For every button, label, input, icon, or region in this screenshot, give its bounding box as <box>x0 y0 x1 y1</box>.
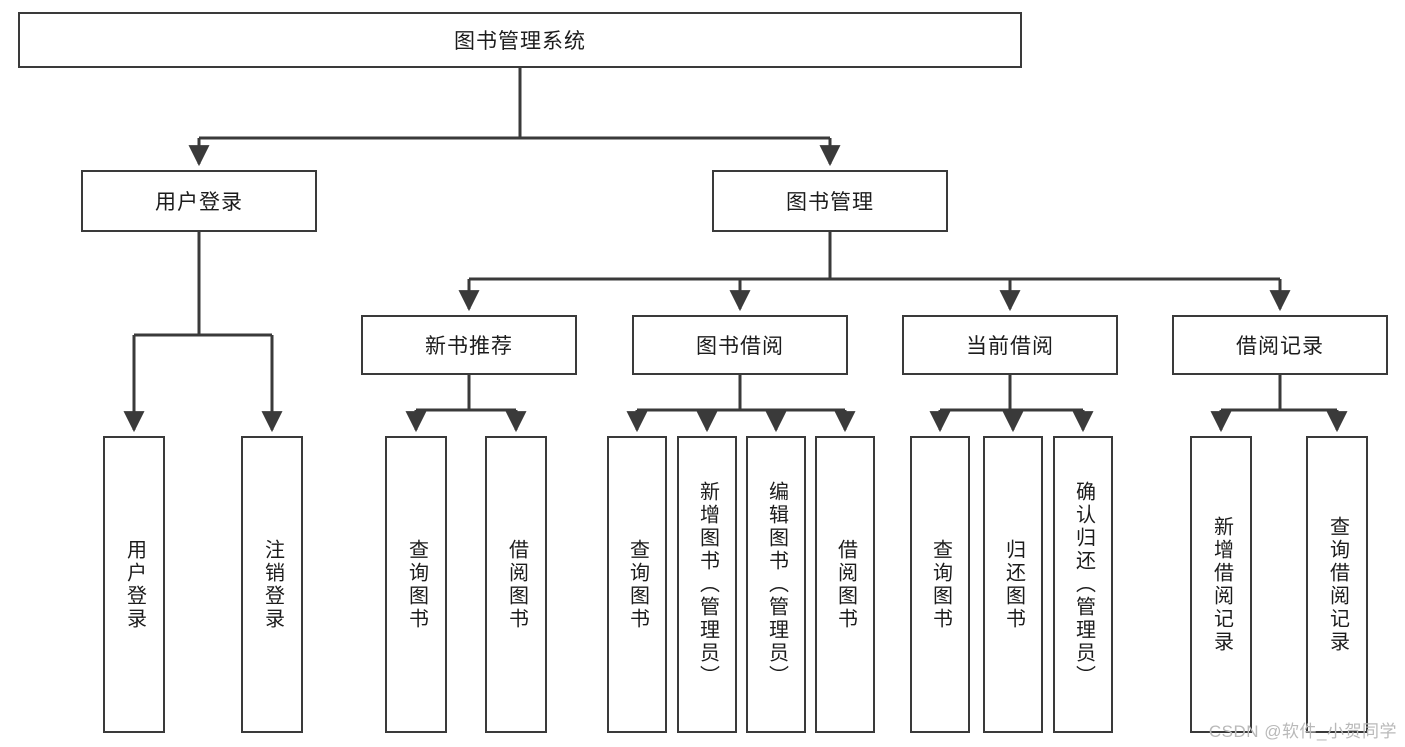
node-leaf-user-logout-label: 注销登录 <box>261 538 284 631</box>
node-leaf-borrow-add-book-label: 新增图书（管理员） <box>696 481 719 688</box>
node-leaf-user-logout[interactable]: 注销登录 <box>241 436 303 733</box>
node-new-book-rec[interactable]: 新书推荐 <box>361 315 577 375</box>
node-leaf-cur-return-book[interactable]: 归还图书 <box>983 436 1043 733</box>
node-book-manage-label: 图书管理 <box>786 191 874 214</box>
node-user-login-label: 用户登录 <box>155 191 243 214</box>
node-user-login[interactable]: 用户登录 <box>81 170 317 232</box>
node-leaf-borrow-lend-book[interactable]: 借阅图书 <box>815 436 875 733</box>
node-leaf-cur-query-book-label: 查询图书 <box>929 538 952 631</box>
node-leaf-user-login-label: 用户登录 <box>123 538 146 631</box>
node-current-borrow[interactable]: 当前借阅 <box>902 315 1118 375</box>
node-borrow-record[interactable]: 借阅记录 <box>1172 315 1388 375</box>
node-leaf-rec-query-record-label: 查询借阅记录 <box>1326 515 1349 654</box>
node-leaf-cur-return-book-label: 归还图书 <box>1002 538 1025 631</box>
node-borrow-record-label: 借阅记录 <box>1236 335 1324 358</box>
node-leaf-rec-add-record-label: 新增借阅记录 <box>1210 515 1233 654</box>
node-new-book-rec-label: 新书推荐 <box>425 335 513 358</box>
node-book-borrow[interactable]: 图书借阅 <box>632 315 848 375</box>
node-leaf-rec-query-record[interactable]: 查询借阅记录 <box>1306 436 1368 733</box>
node-leaf-rec-borrow-book[interactable]: 借阅图书 <box>485 436 547 733</box>
node-book-borrow-label: 图书借阅 <box>696 335 784 358</box>
node-leaf-borrow-edit-book-label: 编辑图书（管理员） <box>765 481 788 688</box>
node-current-borrow-label: 当前借阅 <box>966 335 1054 358</box>
node-leaf-borrow-query-book[interactable]: 查询图书 <box>607 436 667 733</box>
node-root-label: 图书管理系统 <box>454 30 586 53</box>
node-leaf-borrow-query-book-label: 查询图书 <box>626 538 649 631</box>
node-leaf-user-login[interactable]: 用户登录 <box>103 436 165 733</box>
node-leaf-borrow-lend-book-label: 借阅图书 <box>834 538 857 631</box>
node-leaf-rec-query-book[interactable]: 查询图书 <box>385 436 447 733</box>
node-root[interactable]: 图书管理系统 <box>18 12 1022 68</box>
node-leaf-rec-borrow-book-label: 借阅图书 <box>505 538 528 631</box>
node-leaf-borrow-add-book[interactable]: 新增图书（管理员） <box>677 436 737 733</box>
node-leaf-cur-confirm-return-label: 确认归还（管理员） <box>1072 481 1095 688</box>
node-leaf-rec-add-record[interactable]: 新增借阅记录 <box>1190 436 1252 733</box>
node-leaf-cur-confirm-return[interactable]: 确认归还（管理员） <box>1053 436 1113 733</box>
node-leaf-cur-query-book[interactable]: 查询图书 <box>910 436 970 733</box>
node-book-manage[interactable]: 图书管理 <box>712 170 948 232</box>
node-leaf-rec-query-book-label: 查询图书 <box>405 538 428 631</box>
node-leaf-borrow-edit-book[interactable]: 编辑图书（管理员） <box>746 436 806 733</box>
